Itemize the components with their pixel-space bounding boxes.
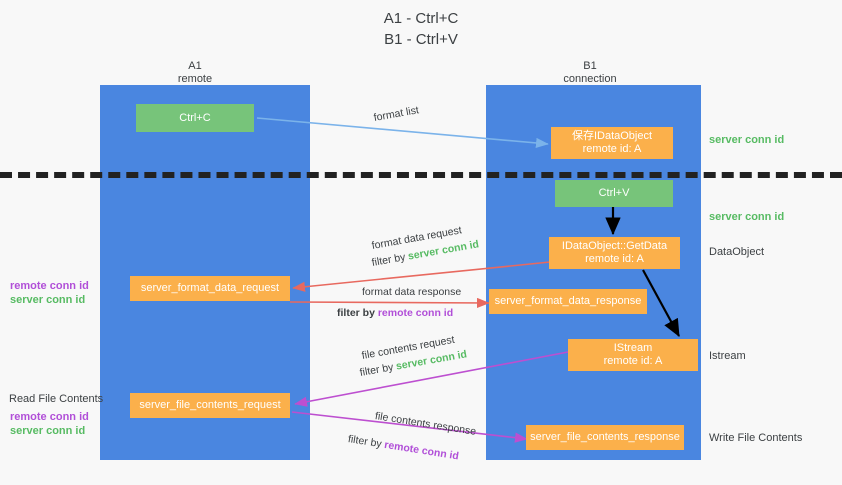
edge-filter-file-contents-response: filter by remote conn id bbox=[347, 432, 460, 464]
column-a1-name: A1 bbox=[188, 60, 202, 72]
node-save-idataobject[interactable]: 保存IDataObject remote id: A bbox=[551, 127, 673, 159]
column-b1-sub: connection bbox=[563, 73, 617, 85]
right-label-istream: Istream bbox=[709, 350, 746, 362]
node-server-file-contents-request[interactable]: server_file_contents_request bbox=[130, 393, 290, 418]
left-label-read-file-contents: Read File Contents bbox=[9, 393, 104, 405]
node-save-idataobject-sub: remote id: A bbox=[582, 143, 642, 155]
node-istream-sub: remote id: A bbox=[603, 355, 663, 367]
filter-by-text-2: filter by bbox=[337, 307, 378, 319]
title-line-1: A1 - Ctrl+C bbox=[383, 10, 459, 27]
node-ctrl-c-label: Ctrl+C bbox=[179, 111, 211, 124]
left-server-conn-id-2: server conn id bbox=[10, 425, 86, 437]
arrow-format-data-response bbox=[289, 297, 490, 309]
node-getdata-sub: remote id: A bbox=[585, 253, 644, 265]
node-server-format-data-response[interactable]: server_format_data_response bbox=[489, 289, 647, 314]
left-remote-conn-id-2: remote conn id bbox=[10, 411, 89, 423]
column-header-a1: A1 remote bbox=[140, 60, 250, 86]
edge-label-format-data-response: format data response bbox=[362, 285, 461, 300]
diagram-title: A1 - Ctrl+C B1 - Ctrl+V bbox=[0, 8, 842, 50]
filter-by-text-1: filter by bbox=[370, 250, 410, 269]
node-server-file-contents-response[interactable]: server_file_contents_response bbox=[526, 425, 684, 450]
right-label-server-conn-id-2: server conn id bbox=[709, 211, 785, 223]
node-server-format-data-request-label: server_format_data_request bbox=[140, 282, 280, 294]
node-server-file-contents-request-label: server_file_contents_request bbox=[139, 399, 281, 411]
node-getdata[interactable]: IDataObject::GetData remote id: A bbox=[549, 237, 680, 269]
right-label-server-conn-id-1: server conn id bbox=[709, 134, 785, 146]
node-istream-label: IStream bbox=[613, 342, 653, 354]
node-save-idataobject-label: 保存IDataObject bbox=[571, 130, 653, 142]
right-label-dataobject: DataObject bbox=[709, 246, 765, 258]
edge-filter-format-data-response: filter by remote conn id bbox=[337, 306, 453, 321]
title-line-2: B1 - Ctrl+V bbox=[384, 31, 458, 48]
edge-label-format-list-text: format list bbox=[372, 104, 420, 124]
edge-label-format-data-response-text: format data response bbox=[362, 286, 462, 298]
node-server-file-contents-response-label: server_file_contents_response bbox=[530, 431, 680, 443]
conn-id-remote-1: remote conn id bbox=[377, 307, 454, 319]
node-server-format-data-request[interactable]: server_format_data_request bbox=[130, 276, 290, 301]
left-remote-conn-id-1: remote conn id bbox=[10, 280, 89, 292]
column-b1-name: B1 bbox=[583, 60, 597, 72]
node-ctrl-v-label: Ctrl+V bbox=[598, 187, 630, 199]
right-label-write-file-contents: Write File Contents bbox=[709, 432, 803, 444]
phase-divider bbox=[0, 172, 842, 178]
node-istream[interactable]: IStream remote id: A bbox=[568, 339, 698, 371]
left-server-conn-id-1: server conn id bbox=[10, 294, 86, 306]
edge-label-format-list: format list bbox=[373, 103, 420, 126]
node-ctrl-v[interactable]: Ctrl+V bbox=[555, 180, 673, 207]
conn-id-remote-2: remote conn id bbox=[383, 438, 460, 463]
node-ctrl-c[interactable]: Ctrl+C bbox=[136, 104, 254, 132]
left-conn-ids-file: remote conn id server conn id bbox=[10, 410, 89, 438]
node-server-format-data-response-label: server_format_data_response bbox=[494, 295, 642, 307]
edge-label-file-contents-response: file contents response bbox=[374, 409, 477, 440]
edge-label-file-contents-response-text: file contents response bbox=[374, 410, 477, 438]
node-getdata-label: IDataObject::GetData bbox=[561, 240, 668, 252]
column-header-b1: B1 connection bbox=[530, 60, 650, 86]
column-a1-sub: remote bbox=[177, 73, 213, 85]
filter-by-text-4: filter by bbox=[347, 433, 386, 451]
left-conn-ids-format: remote conn id server conn id bbox=[10, 279, 89, 307]
